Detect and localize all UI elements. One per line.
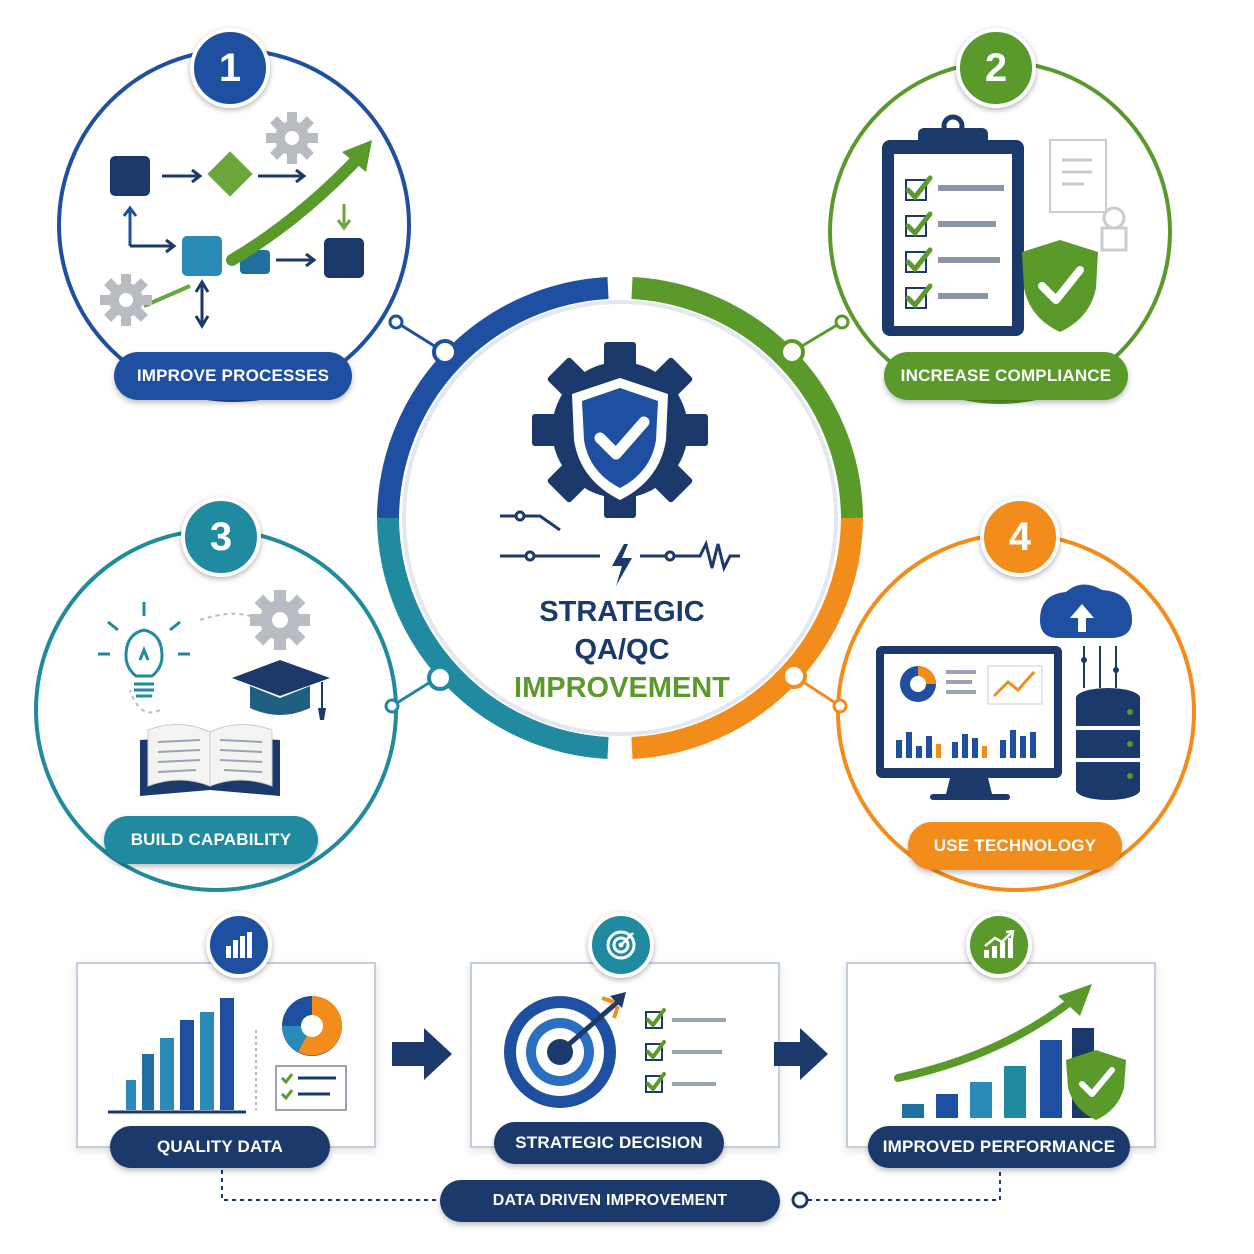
growth-chart-icon bbox=[984, 930, 1015, 958]
improved-performance-chart bbox=[894, 984, 1126, 1120]
center-title-line3: IMPROVEMENT bbox=[514, 672, 730, 704]
pillar-1-label: IMPROVE PROCESSES bbox=[114, 352, 352, 400]
strategic-decision-target bbox=[504, 992, 726, 1108]
step-2-label: STRATEGIC DECISION bbox=[494, 1122, 724, 1164]
center-title-line2: QA/QC bbox=[574, 634, 670, 666]
step-2-icon bbox=[588, 912, 654, 978]
pillar-3-label: BUILD CAPABILITY bbox=[104, 816, 318, 864]
pillar-2-label: INCREASE COMPLIANCE bbox=[884, 352, 1128, 400]
gear-shield-check-icon bbox=[474, 342, 776, 586]
flow-arrow-1-icon bbox=[392, 1028, 452, 1080]
pillar-4-number: 4 bbox=[980, 497, 1060, 577]
step-1-icon bbox=[206, 912, 272, 978]
process-flow-icon bbox=[100, 112, 372, 329]
step-3-label: IMPROVED PERFORMANCE bbox=[868, 1126, 1130, 1168]
step-3-icon bbox=[966, 912, 1032, 978]
step-1-label: QUALITY DATA bbox=[110, 1126, 330, 1168]
clipboard-checklist-icon bbox=[882, 114, 1128, 336]
center-title-line1: STRATEGIC bbox=[539, 596, 705, 628]
center-emblem bbox=[474, 330, 776, 605]
target-icon bbox=[606, 930, 636, 960]
quality-data-chart bbox=[108, 996, 347, 1114]
pillar-3-number: 3 bbox=[181, 497, 261, 577]
flow-arrow-2-icon bbox=[774, 1028, 828, 1080]
learning-icon bbox=[98, 590, 330, 796]
pillar-4-label: USE TECHNOLOGY bbox=[908, 822, 1122, 870]
footer-label: DATA DRIVEN IMPROVEMENT bbox=[440, 1180, 780, 1222]
dashboard-database-icon bbox=[876, 584, 1140, 800]
pillar-1-number: 1 bbox=[190, 28, 270, 108]
pillar-2-number: 2 bbox=[956, 28, 1036, 108]
bar-chart-icon bbox=[226, 932, 252, 958]
